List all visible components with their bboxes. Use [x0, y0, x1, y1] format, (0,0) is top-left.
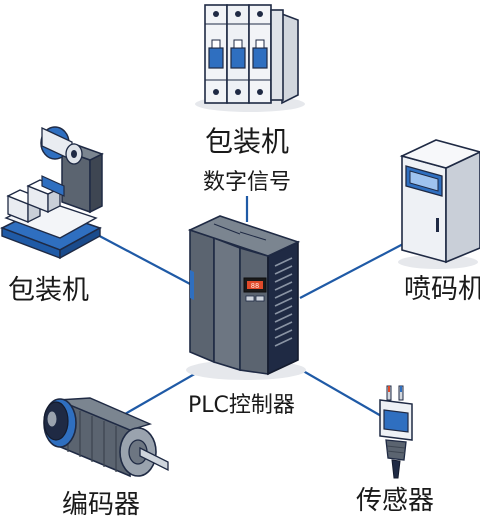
connector-lines: [91, 196, 406, 419]
label-encoder: 编码器: [62, 490, 141, 520]
plc-display-value: 88: [251, 282, 259, 290]
sensor-icon: [379, 385, 413, 479]
connector-right: [299, 242, 406, 299]
label-plc-controller: PLC控制器: [188, 393, 295, 418]
connector-sensor: [297, 367, 384, 418]
left-machine-icon: [0, 126, 104, 260]
label-left-machine: 包装机: [8, 275, 89, 306]
plc-controller-icon: 88: [186, 215, 306, 380]
top-machine-icon: [195, 4, 305, 112]
label-top-machine: 包装机: [205, 125, 290, 158]
network-diagram: 88: [0, 4, 480, 479]
right-machine-icon: [398, 139, 480, 269]
encoder-icon: [43, 397, 169, 478]
label-signal: 数字信号: [203, 170, 292, 195]
connector-left: [91, 231, 193, 286]
label-right-machine: 喷码机: [404, 274, 480, 305]
label-sensor: 传感器: [356, 486, 435, 516]
connector-encoder: [117, 367, 206, 419]
